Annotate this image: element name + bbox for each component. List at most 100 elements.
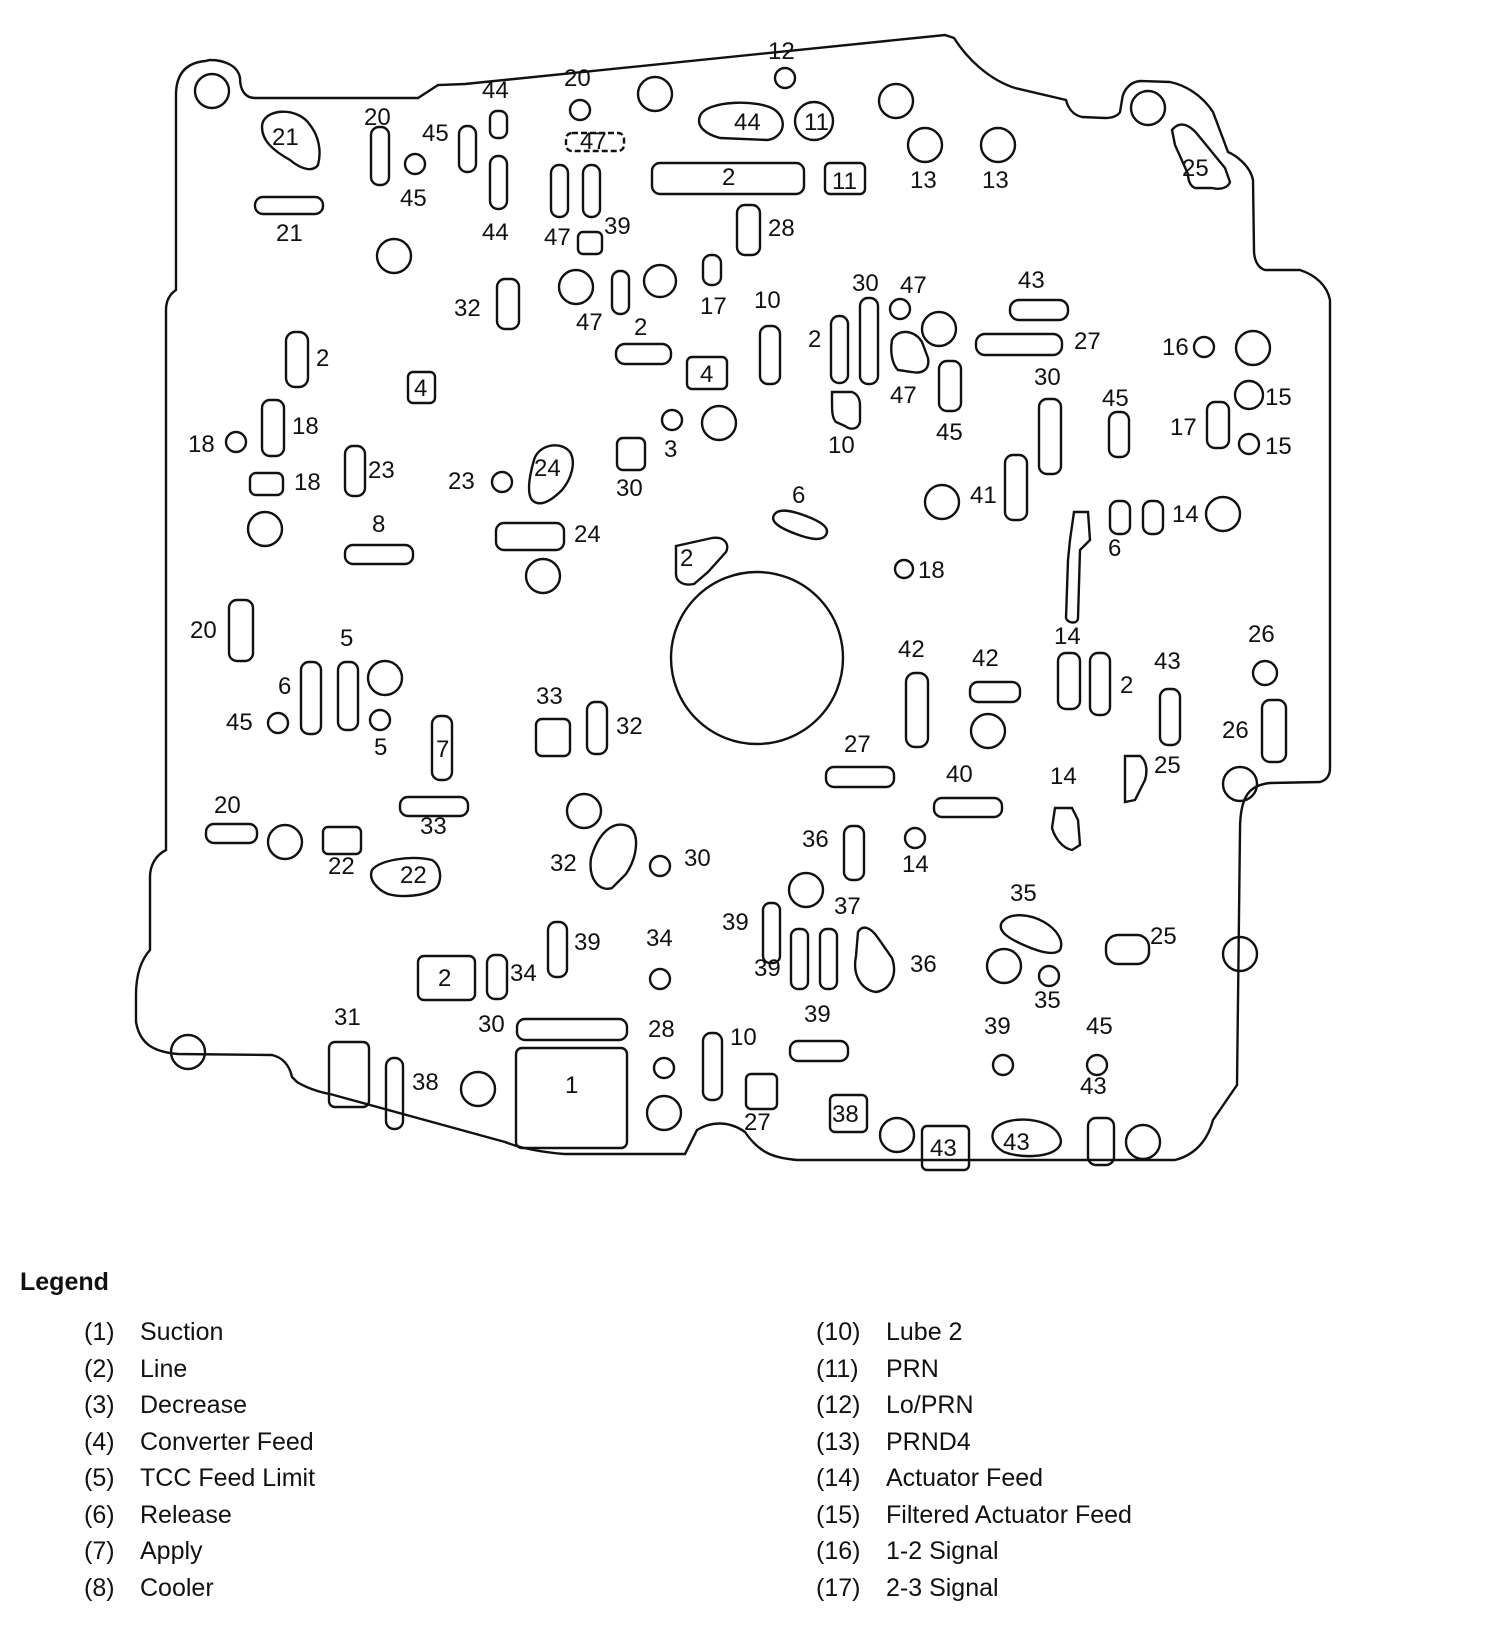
pad-label: 43: [1154, 648, 1181, 675]
plate-pads: [260, 101, 1232, 1158]
pad-label: 44: [482, 77, 509, 104]
pad-label: 17: [1170, 414, 1197, 441]
pad-label: 45: [226, 709, 253, 736]
pad-label: 28: [648, 1016, 675, 1043]
pad-label: 25: [1150, 923, 1177, 950]
legend-label: Actuator Feed: [886, 1464, 1044, 1492]
pad-label: 13: [910, 167, 937, 194]
pad-label: 36: [910, 951, 937, 978]
pad-label: 45: [1086, 1013, 1113, 1040]
pad-label: 44: [734, 109, 761, 136]
legend-label: Line: [140, 1354, 188, 1383]
legend-number: (17): [816, 1573, 861, 1602]
pad-label: 44: [482, 219, 509, 246]
pad-label: 24: [574, 521, 601, 548]
pad-label: 39: [754, 955, 781, 982]
pad-label: 2: [722, 164, 735, 191]
mount-hole: [169, 1033, 207, 1071]
pad-label: 14: [1172, 501, 1199, 528]
pad-label: 38: [412, 1069, 439, 1096]
pad-label: 24: [534, 455, 561, 482]
pad-label: 6: [278, 673, 291, 700]
pad-label: 43: [1018, 267, 1045, 294]
pad-label: 38: [832, 1101, 859, 1128]
pad-label: 12: [768, 38, 795, 65]
legend-number: (12): [816, 1391, 861, 1419]
pad-label: 40: [946, 761, 973, 788]
pad-label: 27: [844, 731, 871, 758]
legend-number: (11): [816, 1354, 859, 1383]
pad-label: 43: [930, 1135, 957, 1162]
legend-number: (13): [816, 1427, 861, 1456]
pad-label: 45: [1102, 385, 1129, 412]
pad-label: 13: [982, 167, 1009, 194]
pad-label: 22: [400, 862, 427, 889]
pad-label: 26: [1222, 717, 1249, 744]
pad-label: 45: [400, 185, 427, 212]
pad-label: 43: [1003, 1129, 1030, 1156]
pad-label: 16: [1162, 334, 1189, 361]
pad-label: 39: [804, 1001, 831, 1028]
pad-label: 17: [700, 293, 727, 320]
legend-label: PRN: [886, 1354, 939, 1383]
pad-label: 32: [616, 713, 643, 740]
pad-label: 43: [1080, 1073, 1107, 1100]
legend-number: (5): [84, 1464, 115, 1492]
pad-label: 47: [580, 128, 607, 155]
valve-body-spacer-plate: 21 21 20 45 45 44 44 20 47 39 47 12 44 1…: [134, 33, 1332, 1172]
pad-label: 18: [918, 557, 945, 584]
pad-label: 25: [1182, 155, 1209, 182]
pad-label: 35: [1010, 880, 1037, 907]
pad-label: 20: [214, 792, 241, 819]
legend-label: Decrease: [140, 1391, 247, 1419]
pad-label: 39: [722, 909, 749, 936]
pad-label: 5: [374, 734, 387, 761]
pad-label: 39: [604, 213, 631, 240]
legend-number: (6): [84, 1500, 115, 1529]
pad-label: 42: [972, 645, 999, 672]
pad-label: 20: [364, 104, 391, 131]
legend-label: Lo/PRN: [886, 1391, 974, 1419]
pad-label: 32: [454, 295, 481, 322]
pad-label: 45: [422, 120, 449, 147]
pad-label: 1: [565, 1072, 578, 1099]
pad-label: 30: [616, 475, 643, 502]
legend-label: Cooler: [140, 1573, 214, 1602]
center-bore: [669, 570, 845, 746]
pad-label: 11: [832, 168, 857, 195]
pad-label: 22: [328, 853, 355, 880]
pad-label: 15: [1265, 384, 1292, 411]
legend-label: Apply: [140, 1537, 203, 1565]
legend-number: (4): [84, 1427, 115, 1456]
pad-label: 34: [510, 960, 537, 987]
legend-number: (3): [84, 1391, 115, 1419]
pad-label: 32: [550, 850, 577, 877]
pad-label: 2: [808, 326, 821, 353]
pad-label: 31: [334, 1004, 361, 1031]
pad-label: 14: [902, 851, 929, 878]
pad-label: 35: [1034, 987, 1061, 1014]
pad-label: 33: [536, 683, 563, 710]
pad-label: 37: [834, 893, 861, 920]
pad-label: 45: [936, 419, 963, 446]
pad-label: 8: [372, 511, 385, 538]
pad-label: 6: [1108, 535, 1121, 562]
pad-label: 21: [272, 124, 299, 151]
pad-label: 4: [700, 361, 713, 388]
pad-label: 47: [544, 224, 571, 251]
plate-outline: [134, 33, 1332, 1162]
pad-label: 34: [646, 925, 673, 952]
legend-label: 1-2 Signal: [886, 1537, 999, 1565]
plate-slots: [204, 109, 1288, 1172]
pad-label: 6: [792, 482, 805, 509]
pad-label: 10: [828, 432, 855, 459]
pad-label: 15: [1265, 433, 1292, 460]
pad-label: 4: [414, 375, 427, 402]
pad-label: 10: [754, 287, 781, 314]
pad-label: 30: [852, 270, 879, 297]
pad-label: 28: [768, 215, 795, 242]
pad-label: 5: [340, 625, 353, 652]
pad-label: 27: [744, 1109, 771, 1136]
pad-label: 47: [900, 272, 927, 299]
pad-label: 2: [1120, 672, 1133, 699]
